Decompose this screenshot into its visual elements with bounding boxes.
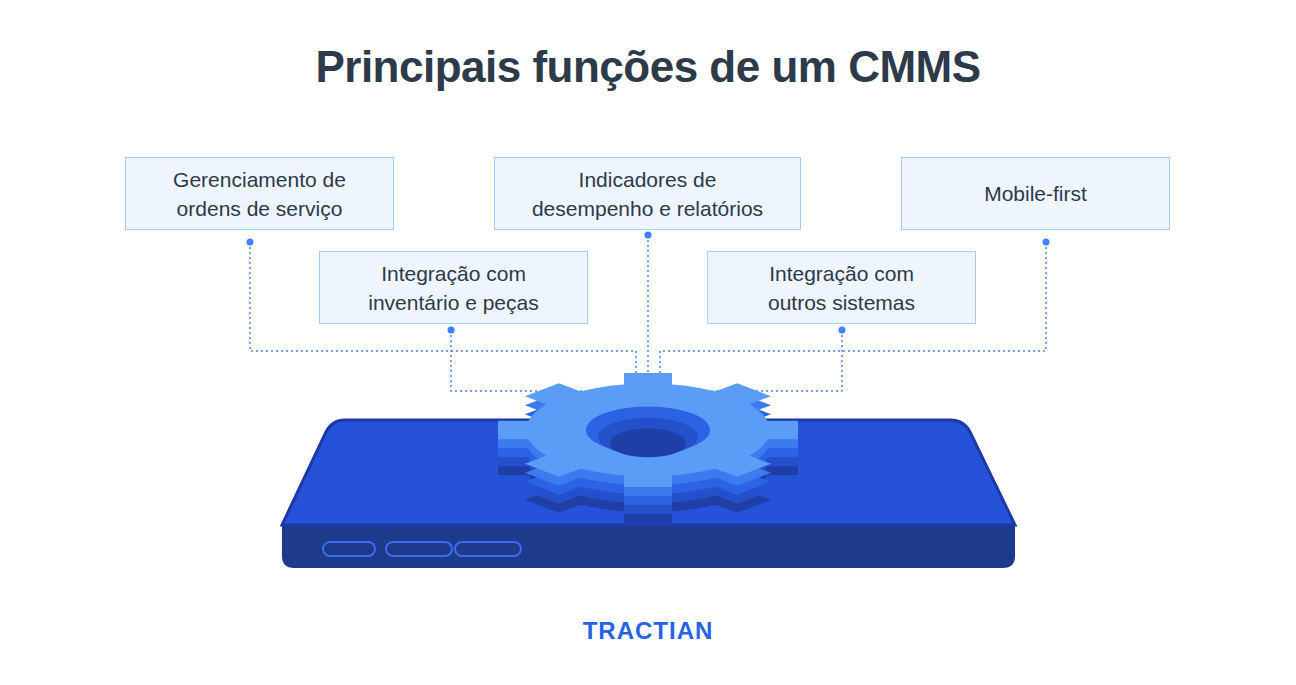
phone-side — [282, 525, 1015, 568]
gear-tooth — [525, 453, 587, 477]
gear-tooth — [498, 421, 538, 439]
brand-logo: TRACTIAN — [0, 617, 1296, 645]
box-text: Integração com inventário e peças — [350, 259, 557, 317]
leader-line — [660, 242, 1046, 385]
diagram-title: Principais funções de um CMMS — [0, 42, 1296, 92]
function-box: Integração com outros sistemas — [707, 251, 976, 324]
leader-dot — [448, 327, 455, 334]
leader-lines — [250, 235, 1046, 391]
leader-dot — [247, 239, 254, 246]
leader-dot — [645, 232, 652, 239]
box-text: Gerenciamento de ordens de serviço — [156, 165, 363, 223]
leader-line — [647, 235, 649, 385]
gear-tooth — [709, 383, 771, 407]
leader-dot — [1043, 239, 1050, 246]
gear-tooth — [758, 421, 798, 439]
box-text: Integração com outros sistemas — [738, 259, 945, 317]
phone-slot — [455, 542, 521, 556]
leader-line — [451, 330, 590, 391]
leader-dots — [247, 232, 1050, 334]
gear-layer — [498, 382, 798, 496]
function-box: Gerenciamento de ordens de serviço — [125, 157, 394, 230]
leader-dot — [839, 327, 846, 334]
gear-tooth — [525, 383, 587, 407]
gear-tooth — [624, 472, 672, 487]
gear-tooth — [709, 453, 771, 477]
box-text: Indicadores de desempenho e relatórios — [523, 165, 772, 223]
leader-line — [706, 330, 842, 391]
gear-face — [498, 373, 798, 487]
function-box: Mobile-first — [901, 157, 1170, 230]
phone-slot — [323, 542, 375, 556]
gear-hole-depth — [610, 428, 686, 457]
gear-top — [498, 373, 798, 487]
function-box: Indicadores de desempenho e relatórios — [494, 157, 801, 230]
phone-slot — [386, 542, 452, 556]
function-box: Integração com inventário e peças — [319, 251, 588, 324]
phone-screen — [282, 420, 1015, 525]
gear-tooth — [624, 373, 672, 388]
box-text: Mobile-first — [984, 179, 1087, 208]
leader-line — [250, 242, 636, 385]
